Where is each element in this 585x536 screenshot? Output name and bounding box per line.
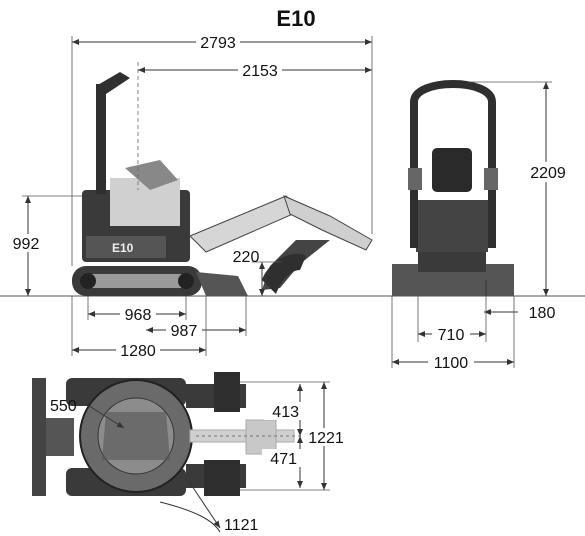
side-bucket [262, 253, 306, 294]
top-blade [32, 378, 46, 496]
dim-front-swing-radius: 1121 [224, 517, 259, 534]
front-rops [410, 80, 496, 248]
dim-track-width: 710 [438, 327, 465, 344]
side-arm [283, 195, 373, 251]
dim-rear-height: 992 [13, 236, 40, 253]
dim-track-on-ground: 968 [125, 307, 152, 324]
side-view-excavator: E10 [72, 62, 373, 296]
dim-swing-left: 413 [272, 404, 299, 421]
dim-overall-width: 1100 [434, 355, 469, 372]
front-view-excavator [392, 80, 514, 296]
dim-track-length: 1280 [120, 343, 156, 360]
front-body [416, 200, 488, 252]
side-rops-post [96, 84, 106, 194]
top-view-excavator [32, 372, 295, 496]
side-boom [189, 195, 303, 253]
dim-dig-below-ground: 220 [233, 249, 260, 266]
svg-text:E10: E10 [112, 241, 134, 255]
dim-overall-length: 2793 [200, 35, 236, 52]
drawing-title: E10 [276, 6, 315, 31]
dim-boom-offset-width: 1221 [308, 430, 344, 447]
dozer-blade [196, 272, 248, 296]
dim-overall-height: 2209 [530, 165, 566, 182]
dim-blade-to-track: 987 [171, 323, 198, 340]
dim-ground-clearance: 180 [529, 305, 556, 322]
side-seat-area [110, 178, 180, 226]
dim-tail-radius: 550 [50, 398, 77, 415]
dim-length-to-cab: 2153 [242, 63, 278, 80]
front-seat [432, 148, 472, 192]
dim-swing-right: 471 [270, 451, 297, 468]
